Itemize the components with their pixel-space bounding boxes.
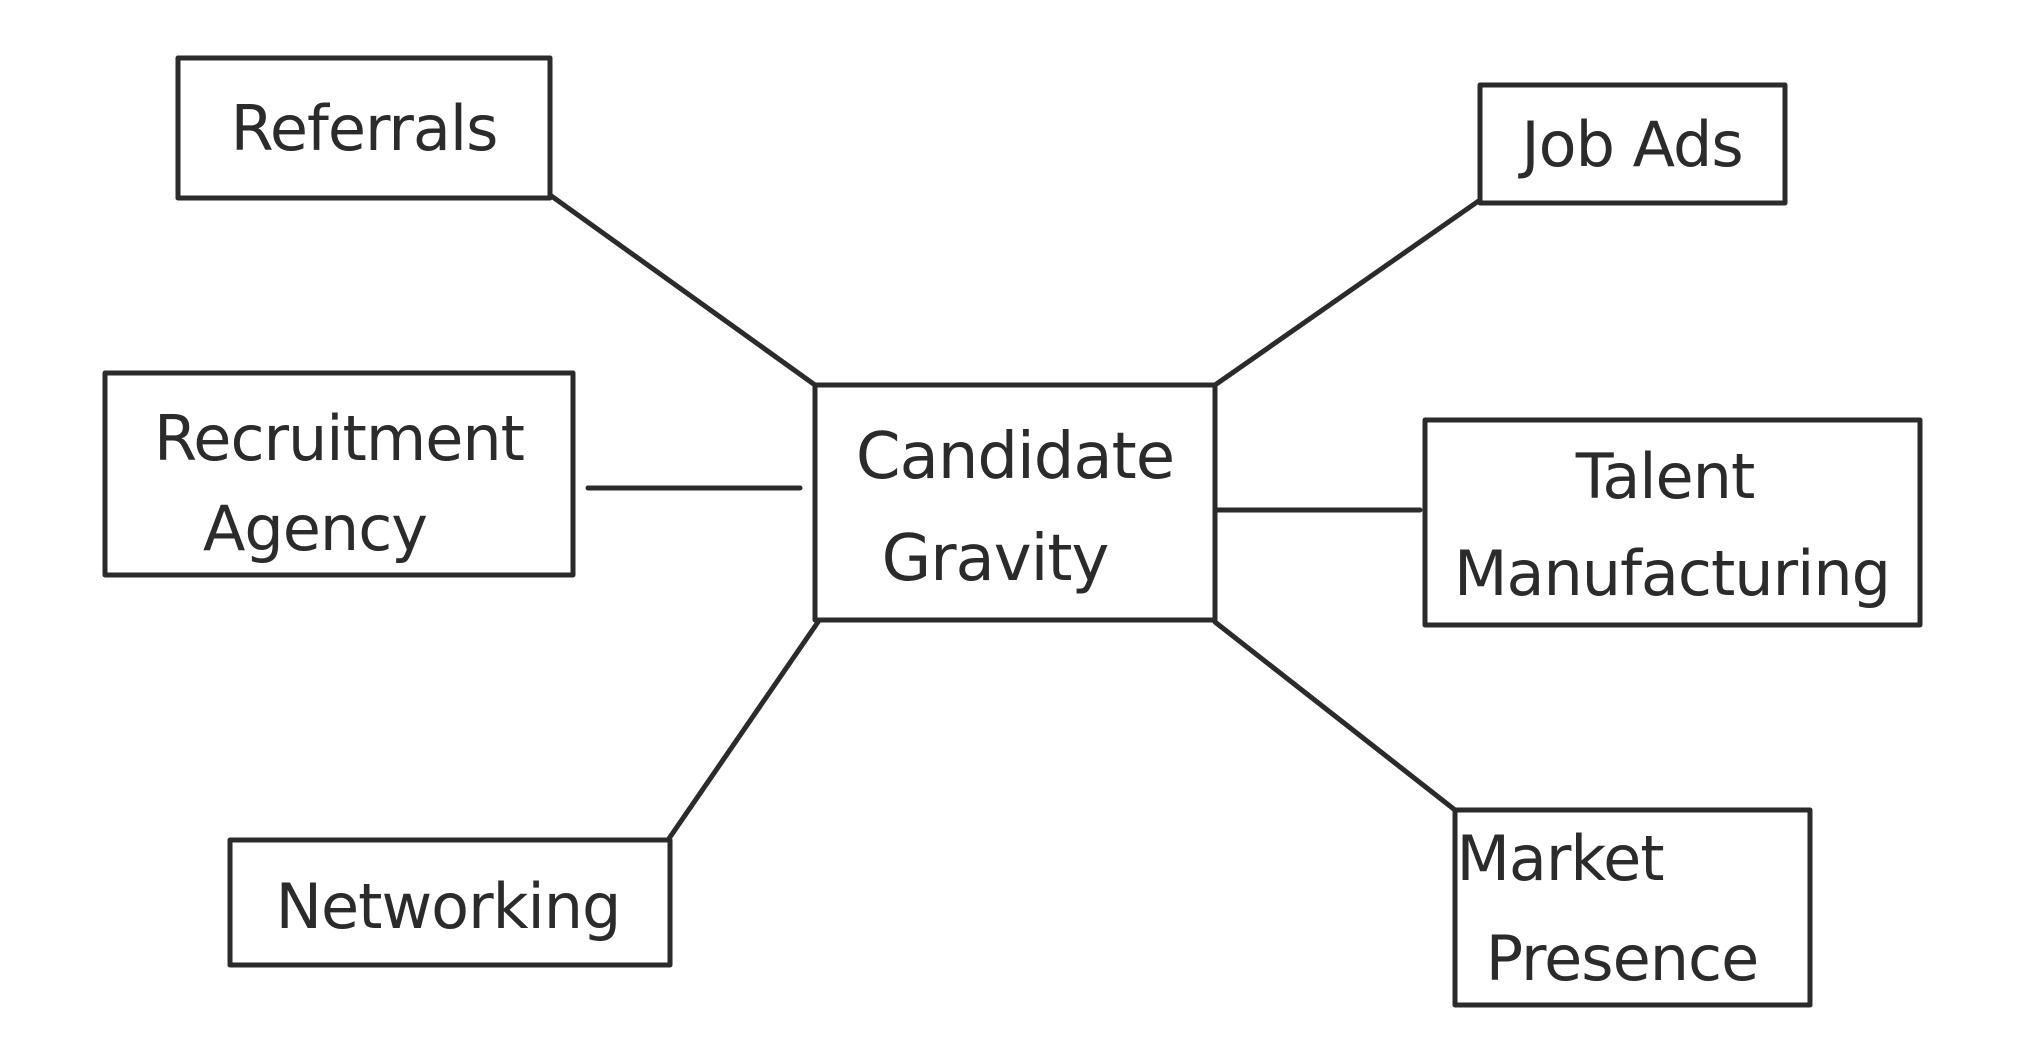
node-recruitment-agency-label-line-1: Recruitment bbox=[154, 402, 524, 475]
node-job-ads: Job Ads bbox=[1477, 82, 1788, 206]
node-talent-manufacturing-label-line-1: Talent bbox=[1575, 440, 1755, 513]
node-referrals-box bbox=[175, 55, 553, 201]
node-recruitment-agency-label-line-2: Agency bbox=[203, 492, 427, 565]
center-node-label-line-2: Gravity bbox=[882, 522, 1109, 596]
center-node-box bbox=[812, 382, 1218, 623]
center-node-label-line-1: Candidate bbox=[856, 420, 1174, 494]
connectors bbox=[547, 192, 1483, 843]
node-job-ads-box bbox=[1477, 82, 1788, 206]
node-market-presence-label-line-2: Presence bbox=[1486, 922, 1759, 995]
node-market-presence-box bbox=[1452, 807, 1813, 1008]
connector-market-presence bbox=[1212, 619, 1458, 813]
connector-referrals bbox=[547, 192, 818, 388]
node-recruitment-agency: Recruitment Agency bbox=[102, 370, 576, 578]
node-networking-box bbox=[227, 837, 673, 968]
node-talent-manufacturing-label-line-2: Manufacturing bbox=[1454, 537, 1890, 610]
node-job-ads-label: Job Ads bbox=[1517, 108, 1742, 181]
connector-networking bbox=[665, 619, 821, 843]
node-networking: Networking bbox=[227, 837, 673, 968]
node-market-presence-label-line-1: Market bbox=[1456, 822, 1663, 895]
node-talent-manufacturing: Talent Manufacturing bbox=[1422, 417, 1923, 628]
connector-job-ads bbox=[1212, 197, 1483, 388]
node-talent-manufacturing-box bbox=[1422, 417, 1923, 628]
node-networking-label: Networking bbox=[276, 870, 621, 943]
node-market-presence: Market Presence bbox=[1452, 807, 1813, 1008]
node-referrals-label: Referrals bbox=[231, 92, 498, 165]
node-referrals: Referrals bbox=[175, 55, 553, 201]
node-center: Candidate Gravity bbox=[812, 382, 1218, 623]
node-recruitment-agency-box bbox=[102, 370, 576, 578]
